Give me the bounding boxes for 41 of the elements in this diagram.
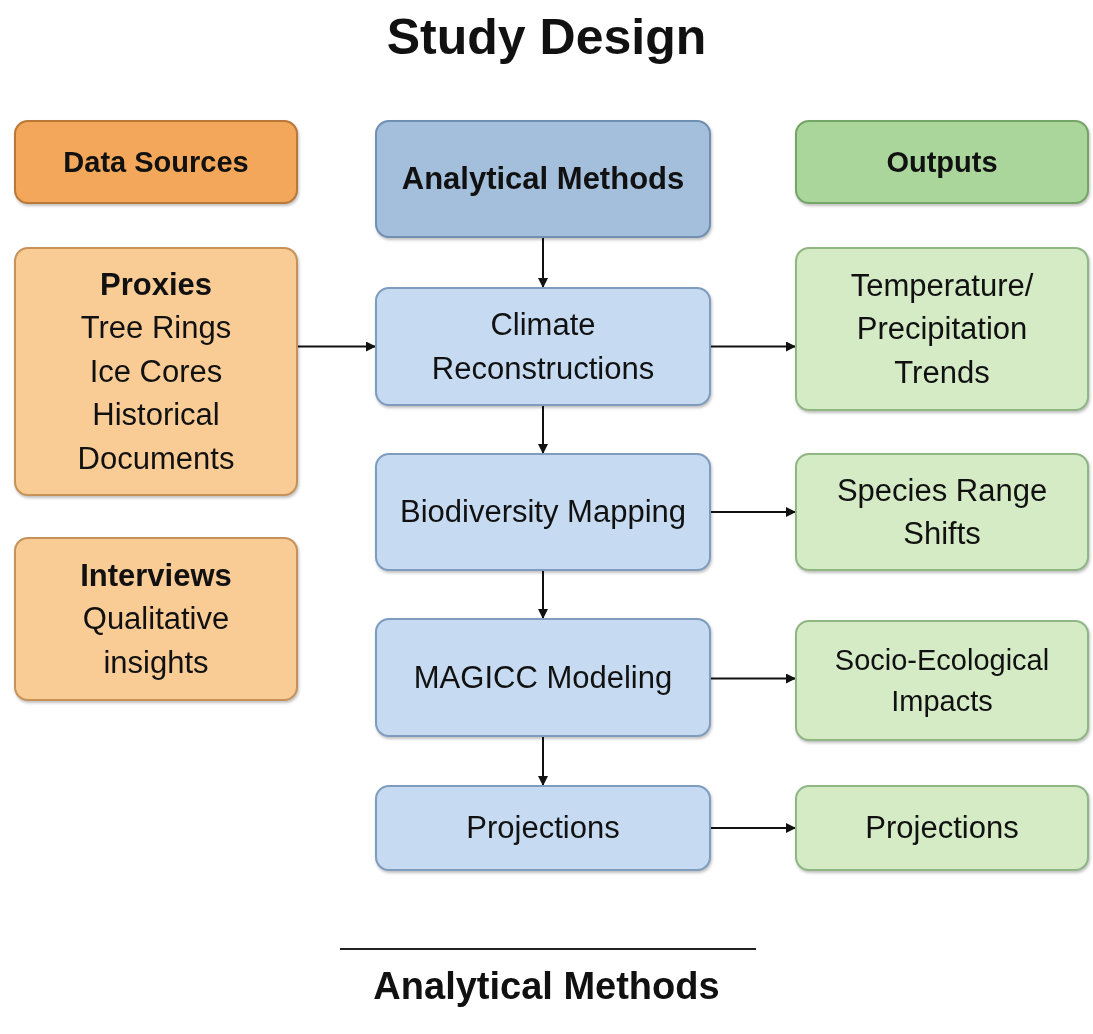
process-box (375, 785, 711, 871)
arrow (538, 405, 548, 454)
box-text: Socio-Ecological Impacts (833, 642, 1051, 719)
process-box (375, 453, 711, 571)
column-header-box (795, 120, 1089, 204)
process-box (14, 247, 298, 496)
arrow (710, 823, 796, 833)
box-text: Climate Reconstructions (430, 306, 656, 388)
process-box (795, 247, 1089, 411)
box-text: Tree Rings (80, 309, 232, 348)
process-box (795, 453, 1089, 571)
process-box (14, 537, 298, 701)
process-box (375, 618, 711, 737)
column-header: Data Sources (63, 144, 249, 180)
arrow (538, 570, 548, 619)
arrow (538, 736, 548, 786)
box-text: Historical Documents (76, 396, 236, 478)
box-heading: Proxies (100, 266, 212, 304)
process-box (795, 785, 1089, 871)
process-box (375, 287, 711, 406)
process-box (795, 620, 1089, 741)
column-header: Outputs (886, 144, 998, 180)
diagram-title: Study Design (386, 8, 707, 66)
box-heading: Interviews (80, 556, 232, 595)
box-text: MAGICC Modeling (413, 658, 673, 697)
box-text: Projections (865, 809, 1019, 848)
arrow (297, 341, 376, 352)
box-text: Qualitative insights (81, 600, 231, 682)
box-text: Ice Cores (89, 352, 223, 391)
arrow (538, 237, 548, 288)
column-header-box (375, 120, 711, 238)
arrow (710, 341, 796, 352)
column-header-box (14, 120, 298, 204)
arrow (710, 673, 796, 684)
footer-label: Analytical Methods (373, 965, 720, 1008)
arrow (710, 507, 796, 517)
box-text: Biodiversity Mapping (400, 493, 686, 532)
box-text: Species Range Shifts (835, 471, 1049, 553)
box-text: Temperature/ Precipitation Trends (849, 266, 1035, 392)
box-text: Projections (466, 809, 620, 848)
column-header: Analytical Methods (401, 160, 685, 199)
